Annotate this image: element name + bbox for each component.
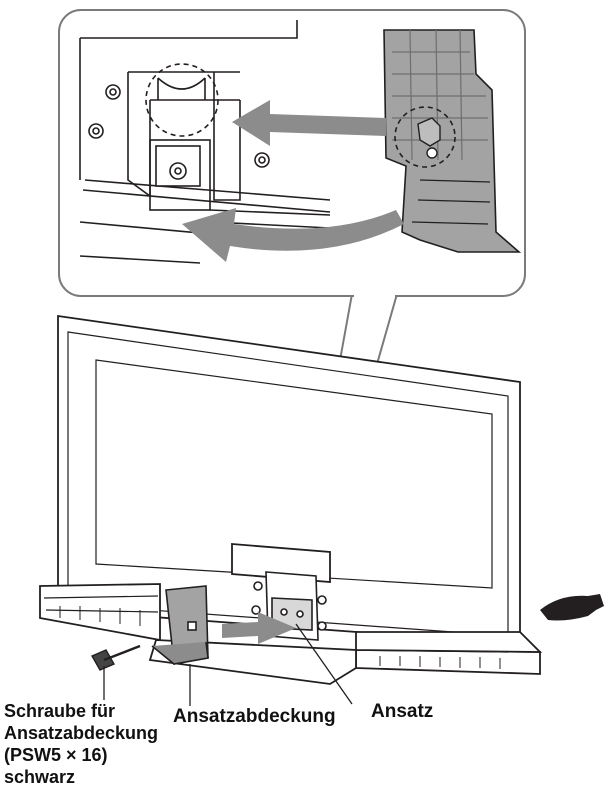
ansatz-label: Ansatz (371, 701, 434, 722)
insert-arrow (222, 612, 296, 644)
zoom-arrow-curved (182, 208, 404, 262)
leader-lines (103, 623, 353, 706)
hand-icon (540, 594, 604, 621)
screw-label: Schraube für Ansatzabdeckung (PSW5 × 16)… (4, 700, 158, 788)
screw-label-line-1: Schraube für (4, 701, 116, 721)
screw-label-line-3: (PSW5 × 16) (4, 745, 108, 765)
zoom-arrow-left (232, 100, 386, 146)
stand-cover-part (151, 585, 209, 665)
screw-label-line-2: Ansatzabdeckung (4, 723, 159, 743)
cover-label: Ansatzabdeckung (173, 706, 336, 727)
zoom-cover-part (383, 29, 522, 253)
screw-icon (91, 644, 141, 671)
screw-label-line-4: schwarz (4, 767, 76, 787)
